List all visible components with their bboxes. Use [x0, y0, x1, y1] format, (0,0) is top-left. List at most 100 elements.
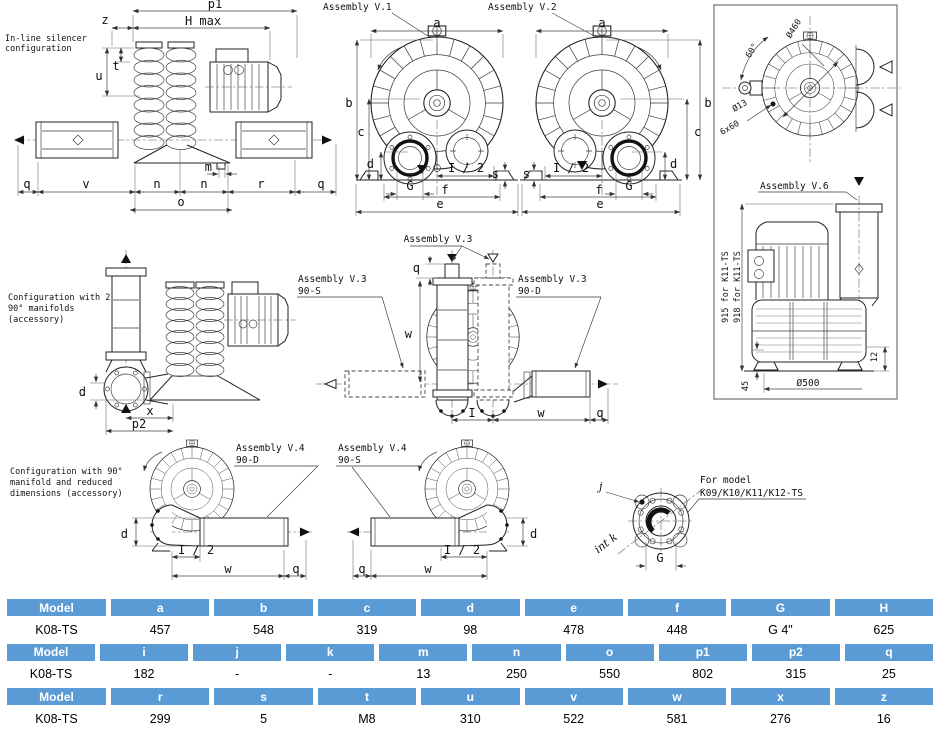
table-cell: 13 — [379, 660, 468, 688]
table-header-cell: r — [111, 688, 210, 705]
table-header-cell: k — [286, 643, 375, 661]
svg-text:90-D: 90-D — [518, 286, 541, 297]
table-header-cell: w — [627, 688, 727, 705]
svg-text:H max: H max — [185, 14, 221, 28]
svg-text:q: q — [596, 406, 603, 420]
caption-two-manifolds: Configuration with 2 — [8, 293, 110, 303]
svg-text:90-D: 90-D — [236, 455, 259, 466]
svg-text:q: q — [413, 261, 420, 275]
top-view-drawing: Ø460 60° Ø13 6x60 — [719, 16, 900, 162]
dia-460-label: Ø460 — [784, 17, 804, 40]
table-cell: 457 — [111, 616, 210, 644]
svg-text:p1: p1 — [208, 0, 222, 11]
svg-text:d: d — [530, 527, 537, 541]
flow-arrow-icon — [487, 253, 499, 263]
assembly-v3-90d-label: Assembly V.3 — [518, 274, 587, 285]
vertical-silencer-dashed — [477, 277, 510, 401]
table-header-cell: u — [421, 688, 520, 705]
svg-text:q: q — [317, 177, 324, 191]
svg-text:z: z — [101, 13, 108, 27]
flow-arrow-icon — [878, 60, 893, 74]
svg-text:G: G — [406, 179, 413, 193]
table-header-row: Model r s t u v w x z — [7, 688, 933, 705]
table-header-cell: s — [214, 688, 313, 705]
table-cell: 310 — [421, 705, 520, 733]
table-cell: 182 — [100, 660, 189, 688]
svg-text:G: G — [625, 179, 632, 193]
flow-arrow-icon — [300, 527, 310, 537]
dimension-table: Model a b c d e f G H K08-TS 457 548 319… — [0, 599, 940, 733]
angle-60-label: 60° — [744, 42, 761, 60]
flow-arrow-icon — [577, 161, 587, 170]
svg-text:dimensions (accessory): dimensions (accessory) — [10, 489, 123, 499]
table-cell: 625 — [834, 616, 933, 644]
table-header-cell: Model — [7, 599, 106, 616]
table-header-cell: p1 — [658, 643, 747, 661]
assembly-v3-90s-label: Assembly V.3 — [298, 274, 367, 285]
table-header-cell: H — [834, 599, 933, 616]
table-cell: 802 — [658, 660, 747, 688]
assembly-v6-drawing: Assembly V.6 915 for K11-TS 918 for K11-… — [721, 177, 889, 393]
table-header-cell: Model — [7, 643, 95, 661]
flow-arrow-icon — [121, 404, 131, 413]
svg-text:e: e — [596, 197, 603, 211]
svg-text:(accessory): (accessory) — [8, 315, 64, 325]
svg-text:45: 45 — [741, 381, 751, 391]
table-header-cell: m — [379, 643, 468, 661]
table-cell: 478 — [524, 616, 623, 644]
silencer — [370, 517, 460, 547]
table-cell: 250 — [472, 660, 561, 688]
svg-text:d: d — [79, 385, 86, 399]
svg-text:r: r — [257, 177, 264, 191]
svg-text:configuration: configuration — [5, 44, 72, 54]
assembly-v6-label: Assembly V.6 — [760, 181, 829, 192]
svg-text:b: b — [345, 96, 352, 110]
dim-j-label: j — [596, 480, 603, 493]
table-cell: 548 — [214, 616, 313, 644]
svg-text:m: m — [205, 160, 212, 174]
svg-text:I / 2: I / 2 — [444, 543, 480, 557]
table-header-row: Model i j k m n o p1 p2 q — [7, 643, 933, 661]
table-header-cell: i — [100, 643, 189, 661]
table-header-cell: o — [565, 643, 654, 661]
caption-reduced: Configuration with 90° — [10, 467, 123, 477]
table-cell: 299 — [111, 705, 210, 733]
svg-text:c: c — [694, 125, 701, 139]
svg-text:d: d — [121, 527, 128, 541]
svg-text:u: u — [95, 69, 102, 83]
table-cell: 98 — [421, 616, 520, 644]
svg-text:a: a — [433, 16, 440, 30]
panel-assembly-v3: Assembly V.3 Assembly V.3 90-S Assembly … — [297, 234, 618, 424]
svg-text:q: q — [292, 562, 299, 576]
flow-arrow-icon — [417, 165, 427, 174]
table-header-cell: v — [524, 688, 623, 705]
panel-two-manifolds: Configuration with 2 90° manifolds (acce… — [8, 250, 296, 435]
svg-text:90-S: 90-S — [338, 455, 361, 466]
table-cell: K08-TS — [7, 705, 106, 733]
silencer-90d — [531, 370, 591, 398]
table-header-cell: d — [421, 599, 520, 616]
technical-drawing: In-line silencer configuration p1 H max — [5, 0, 900, 580]
caption-inline-silencer: In-line silencer — [5, 34, 87, 44]
elbow-90 — [486, 504, 508, 546]
svg-text:w: w — [537, 406, 545, 420]
panel-flange-detail: j int k G For model K09/K10/K11/K12-TS — [592, 475, 806, 571]
table-header-cell: e — [524, 599, 623, 616]
table-header-cell: a — [111, 599, 210, 616]
dim-int-k-label: int k — [592, 530, 620, 556]
svg-text:I: I — [468, 406, 475, 420]
flow-arrow-icon — [121, 254, 131, 263]
table-header-row: Model a b c d e f G H — [7, 599, 933, 616]
hole-pattern-label: 6x60 — [719, 119, 742, 138]
svg-text:t: t — [112, 59, 119, 73]
table-cell: 5 — [214, 705, 313, 733]
table-cell: 581 — [627, 705, 727, 733]
silencer — [199, 517, 289, 547]
svg-text:90-S: 90-S — [298, 286, 321, 297]
svg-text:12: 12 — [870, 352, 880, 362]
svg-text:I / 2: I / 2 — [178, 543, 214, 557]
vertical-silencers — [133, 47, 197, 150]
table-header-cell: Model — [7, 688, 106, 705]
table-cell: G 4" — [731, 616, 830, 644]
svg-text:b: b — [704, 96, 711, 110]
